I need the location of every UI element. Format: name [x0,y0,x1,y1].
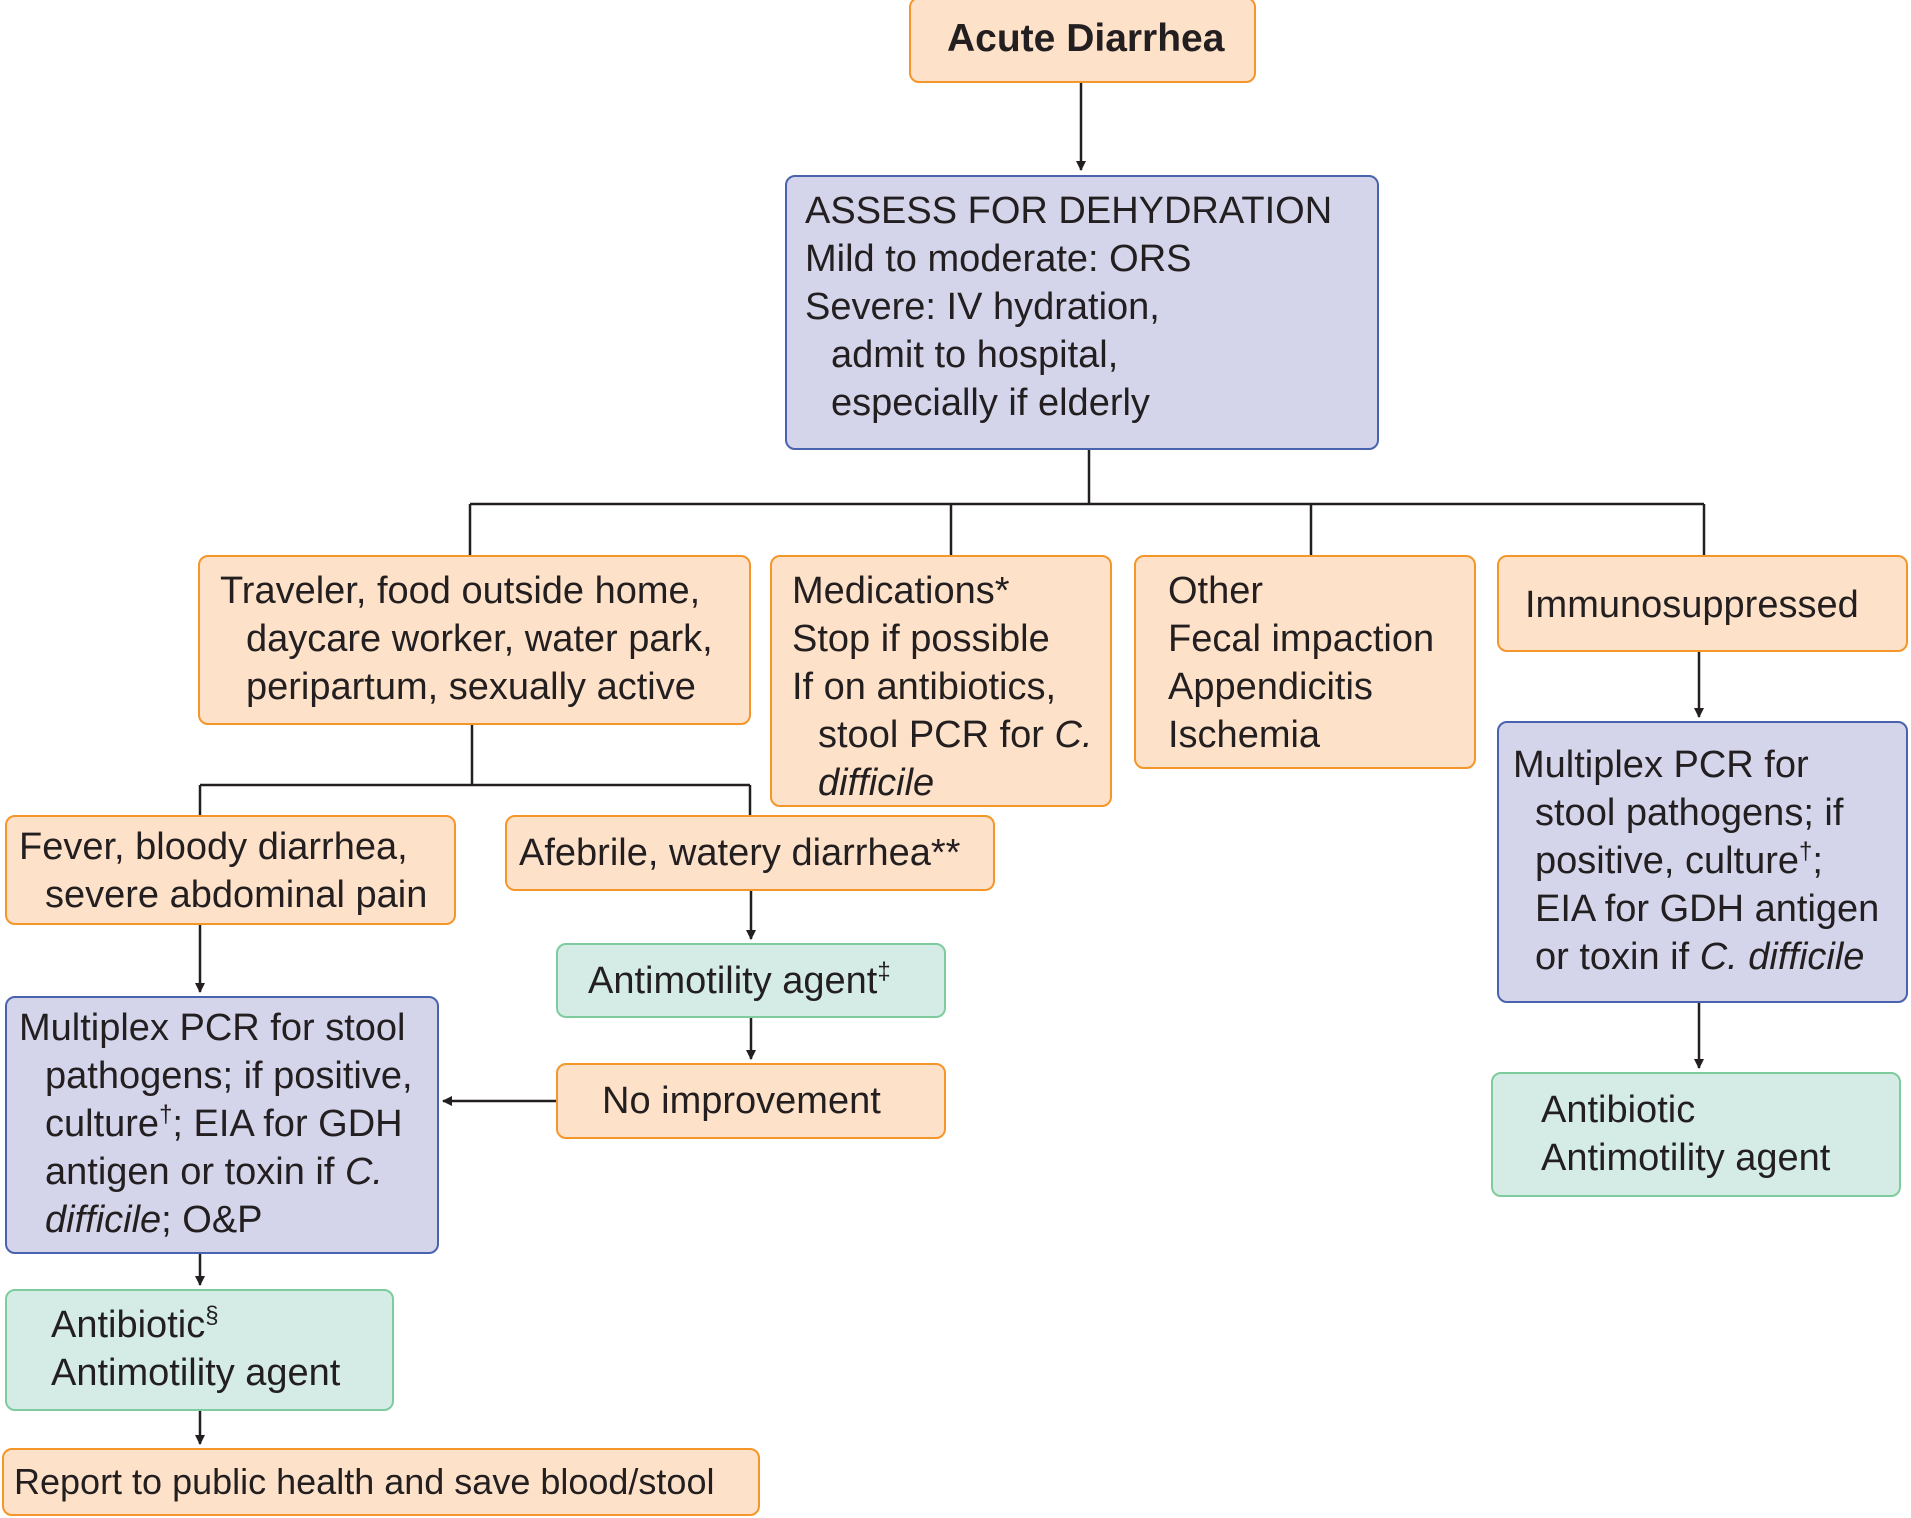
mpl-op: ; O&P [161,1199,263,1241]
med-line-3: If on antibiotics, [792,666,1057,708]
assess-line-5: especially if elderly [831,382,1150,424]
node-medications: Medications* Stop if possible If on anti… [770,555,1112,807]
med-line-4: stool PCR for C. [792,711,1093,759]
mpr-line-2: stool pathogens; if [1535,792,1844,834]
mpr-cdiff: C. difficile [1699,936,1865,978]
node-no-improvement: No improvement [556,1063,946,1139]
node-fever: Fever, bloody diarrhea, severe abdominal… [5,815,456,925]
med-line-5-italic: difficile [818,762,935,804]
med-line-2: Stop if possible [792,618,1050,660]
mpl-difficile: difficile [45,1199,162,1241]
node-immunosuppressed: Immunosuppressed [1497,555,1908,652]
other-line-4: Ischemia [1168,714,1321,756]
report-text: Report to public health and save blood/s… [14,1461,715,1502]
mpl-antigen: antigen or toxin if [45,1151,345,1193]
abr-line-1: Antibiotic [1541,1089,1696,1131]
traveler-line-1: Traveler, food outside home, [220,570,701,612]
abl-line-2: Antimotility agent [51,1352,341,1394]
mpr-toxin: or toxin if [1535,936,1700,978]
no-improvement-text: No improvement [602,1080,881,1122]
assess-line-2: Mild to moderate: ORS [805,238,1192,280]
traveler-line-2: daycare worker, water park, [246,618,713,660]
mpl-line-3: culture†; EIA for GDH [19,1100,425,1148]
node-antibiotic-left: Antibiotic§ Antimotility agent [5,1289,394,1411]
mpl-culture: culture [45,1103,160,1145]
abl-line-1: Antibiotic§ [51,1301,348,1349]
mpl-eia: ; EIA for GDH [172,1103,403,1145]
med-line-1: Medications* [792,570,1010,612]
mpr-line-5: or toxin if C. difficile [1513,933,1892,981]
assess-line-4: admit to hospital, [831,334,1119,376]
node-antibiotic-right: Antibiotic Antimotility agent [1491,1072,1901,1197]
node-traveler: Traveler, food outside home, daycare wor… [198,555,751,725]
node-antimotility: Antimotility agent‡ [556,943,946,1018]
abl-antibiotic: Antibiotic [51,1304,206,1346]
abr-line-2: Antimotility agent [1541,1137,1831,1179]
node-report: Report to public health and save blood/s… [2,1448,760,1516]
mpl-line-2: pathogens; if positive, [45,1055,413,1097]
node-title: Acute Diarrhea [947,17,1225,60]
dagger-footnote: † [159,1101,173,1128]
mpr-line-3: positive, culture†; [1513,837,1892,885]
med-line-4-text: stool PCR for [818,714,1055,756]
mpl-line-5: difficile; O&P [19,1196,425,1244]
node-other: Other Fecal impaction Appendicitis Ische… [1134,555,1476,769]
mpr-semicolon: ; [1812,840,1823,882]
med-line-4-italic: C. [1054,714,1093,756]
mpr-line-1: Multiplex PCR for [1513,744,1809,786]
node-assess-dehydration: ASSESS FOR DEHYDRATION Mild to moderate:… [785,175,1379,450]
mpl-c: C. [344,1151,383,1193]
mpl-line-1: Multiplex PCR for stool [19,1007,406,1049]
assess-line-1: ASSESS FOR DEHYDRATION [805,190,1333,232]
assess-line-3: Severe: IV hydration, [805,286,1160,328]
afebrile-text: Afebrile, watery diarrhea** [519,832,961,874]
dagger-footnote-right: † [1799,838,1813,865]
immuno-text: Immunosuppressed [1525,584,1859,626]
node-multiplex-right: Multiplex PCR for stool pathogens; if po… [1497,721,1908,1003]
other-line-1: Other [1168,570,1264,612]
mpl-line-4: antigen or toxin if C. [19,1148,425,1196]
node-acute-diarrhea: Acute Diarrhea [909,0,1256,83]
fever-line-1: Fever, bloody diarrhea, [19,826,408,868]
node-multiplex-left: Multiplex PCR for stool pathogens; if po… [5,996,439,1254]
antimotility-text: Antimotility agent [588,960,878,1002]
mpr-culture: positive, culture [1535,840,1800,882]
fever-line-2: severe abdominal pain [45,874,428,916]
traveler-line-3: peripartum, sexually active [246,666,696,708]
node-afebrile: Afebrile, watery diarrhea** [505,815,995,891]
med-line-5: difficile [792,759,1090,807]
mpr-line-4: EIA for GDH antigen [1535,888,1880,930]
other-line-2: Fecal impaction [1168,618,1435,660]
section-footnote: § [205,1302,219,1329]
double-dagger-footnote: ‡ [877,958,891,985]
other-line-3: Appendicitis [1168,666,1373,708]
